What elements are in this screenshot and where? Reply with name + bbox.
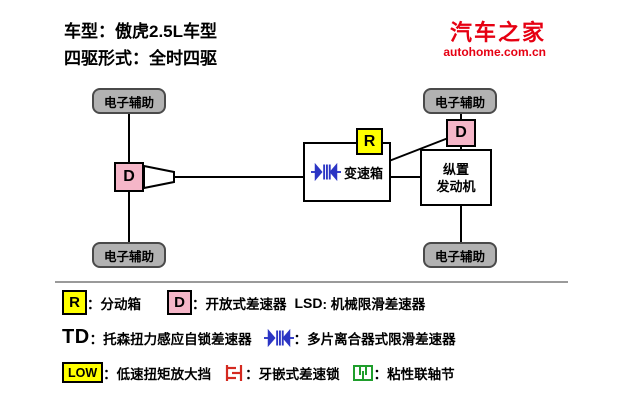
engine-box: 纵置 发动机 (420, 149, 492, 206)
driveshaft-cone (143, 164, 175, 190)
rear-driveshaft-line (388, 134, 457, 162)
legend-viscous-label: ：粘性联轴节 (373, 366, 455, 382)
drivetrain-line: 四驱形式：全时四驱 (64, 49, 217, 68)
engine-label-line2: 发动机 (436, 178, 476, 194)
autohome-logo: 汽车之家 autohome.com.cn (443, 20, 546, 59)
wheel-label: 电子辅助 (434, 249, 485, 264)
wheel-top-left: 电子辅助 (92, 88, 166, 114)
legend-low-label: ：低速扭矩放大挡 (103, 366, 212, 382)
legend-low-symbol: LOW (62, 362, 104, 383)
legend-open-diff-symbol: D (167, 290, 192, 315)
engine-label-line1: 纵置 (442, 161, 469, 177)
legend-row-2: TD ：托森扭力感应自锁差速器 ：多片离合器式限滑差速器 (62, 324, 614, 351)
legend-divider (55, 281, 568, 283)
legend-lsd-symbol: LSD (294, 294, 323, 311)
multi-plate-clutch-icon (263, 328, 294, 347)
multi-plate-clutch-icon (310, 162, 341, 182)
legend-torsen-symbol: TD (62, 326, 90, 348)
transfer-case-box: R (356, 128, 383, 155)
vehicle-info: 车型：傲虎2.5L车型 四驱形式：全时四驱 (64, 18, 217, 72)
legend-torsen-label: ：托森扭力感应自锁差速器 (89, 331, 252, 347)
wheel-bottom-right: 电子辅助 (423, 242, 497, 268)
drivetrain-diagram: 纵置 发动机 变速箱 R D D 电子辅助 电子辅助 电子辅助 电子辅助 (0, 85, 620, 283)
wheel-label: 电子辅助 (103, 249, 154, 264)
legend-clutch-label: ：多片离合器式限滑差速器 (293, 331, 456, 347)
legend-open-diff-label: ：开放式差速器 (192, 296, 287, 312)
wheel-label: 电子辅助 (103, 95, 154, 110)
legend-lsd-label: : 机械限滑差速器 (322, 296, 426, 312)
logo-domain-text: autohome.com.cn (443, 45, 546, 59)
gearbox-label: 变速箱 (343, 165, 383, 181)
legend-row-3: LOW ：低速扭矩放大挡 ：牙嵌式差速锁 ：粘性联轴节 (62, 359, 614, 386)
legend: R ：分动箱 D ：开放式差速器 LSD : 机械限滑差速器 TD ：托森扭力感… (62, 289, 614, 394)
wheel-label: 电子辅助 (434, 95, 485, 110)
rear-differential-box: D (446, 119, 476, 147)
legend-row-1: R ：分动箱 D ：开放式差速器 LSD : 机械限滑差速器 (62, 289, 614, 316)
legend-dog-clutch-label: ：牙嵌式差速锁 (245, 366, 340, 382)
legend-transfer-symbol: R (62, 290, 87, 315)
front-differential-box: D (114, 162, 144, 192)
model-line: 车型：傲虎2.5L车型 (64, 22, 218, 41)
wheel-bottom-left: 电子辅助 (92, 242, 166, 268)
logo-brand-text: 汽车之家 (449, 20, 546, 45)
wheel-top-right: 电子辅助 (423, 88, 497, 114)
legend-transfer-label: ：分动箱 (87, 296, 141, 312)
viscous-coupling-icon (352, 364, 373, 381)
dog-clutch-lock-icon (226, 364, 243, 381)
